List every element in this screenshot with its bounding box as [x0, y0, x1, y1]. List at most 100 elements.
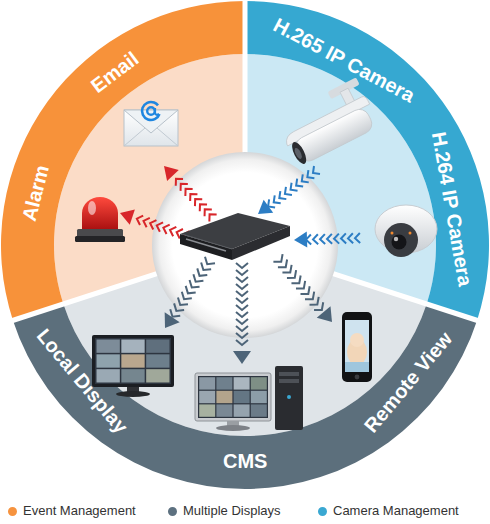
separator-line — [245, 245, 479, 321]
video-tile — [216, 377, 232, 389]
cms-computer — [195, 366, 303, 431]
illustration — [0, 0, 490, 490]
chevron — [170, 227, 176, 236]
chevron — [178, 298, 188, 305]
chevron — [205, 209, 212, 216]
chevron — [177, 229, 183, 238]
dome-cover — [384, 223, 418, 257]
camera-mount — [340, 88, 357, 110]
chevron — [236, 298, 248, 303]
dome-led — [391, 232, 394, 235]
sector-band: Local DisplayCMSRemote View — [0, 0, 490, 490]
monitor-screen — [198, 376, 268, 418]
chevron-arrow — [120, 210, 190, 241]
nvr-device — [180, 213, 290, 260]
chevron — [205, 257, 215, 264]
dome-base — [375, 205, 437, 253]
chevron — [236, 319, 248, 324]
arrow-head — [165, 312, 180, 328]
bullet-camera — [274, 77, 380, 167]
chevron — [305, 292, 314, 300]
siren-base — [75, 236, 125, 242]
sector-separators — [11, 0, 479, 321]
chevron — [279, 191, 286, 199]
arrow-head — [317, 306, 332, 322]
chevron — [285, 187, 292, 195]
nvr-panel — [186, 239, 226, 251]
pc-button — [287, 395, 291, 399]
chevron — [236, 305, 248, 310]
chevron — [157, 222, 163, 231]
chevron-arrow — [233, 263, 251, 364]
video-tile — [121, 340, 144, 353]
chevron — [278, 259, 287, 267]
siren-dome — [82, 197, 118, 230]
video-tile — [251, 377, 267, 389]
legend: Event ManagementMultiple DisplaysCamera … — [0, 503, 490, 521]
chevron — [190, 280, 200, 287]
camera-body — [293, 106, 376, 165]
monitor-frame — [195, 373, 271, 421]
nvr-side — [232, 226, 290, 260]
chevron — [282, 265, 291, 273]
arrow-head — [258, 200, 273, 214]
screen-bg — [95, 338, 171, 384]
phone-photo — [350, 333, 364, 347]
chevron — [150, 220, 156, 229]
chevron — [314, 302, 323, 310]
chevron — [341, 233, 346, 243]
chevron-arrow — [273, 254, 332, 322]
chevron — [313, 234, 318, 244]
video-tile — [251, 391, 267, 403]
pc-drive — [279, 372, 299, 376]
separator-line — [11, 245, 245, 321]
nvr-edge — [182, 234, 232, 249]
video-tile — [234, 377, 250, 389]
video-tile — [199, 391, 215, 403]
chevron — [296, 281, 305, 289]
dome-lens — [392, 235, 407, 250]
monitor-stand — [216, 425, 250, 431]
chevron — [302, 174, 309, 182]
chevron — [182, 292, 192, 299]
video-tile — [121, 354, 144, 367]
chevron — [163, 225, 169, 234]
camera-lens — [289, 140, 309, 166]
video-tile — [146, 369, 169, 382]
monitor-stand — [227, 421, 239, 427]
chevron-arrow — [258, 166, 320, 214]
hub-circle — [152, 152, 338, 338]
chevron — [274, 195, 281, 203]
camera-lens — [293, 147, 303, 160]
legend-swatch — [168, 507, 177, 516]
legend-swatch — [318, 507, 327, 516]
chevron — [236, 277, 248, 282]
envelope-flap — [124, 110, 178, 133]
phone-photo — [345, 362, 369, 372]
chevron — [236, 291, 248, 296]
video-tile — [121, 369, 144, 382]
legend-label: Event Management — [23, 503, 136, 519]
chevron — [185, 189, 192, 196]
chevron — [307, 170, 314, 178]
sector-shape — [13, 245, 477, 489]
chevron — [291, 183, 298, 191]
phone-button — [355, 375, 360, 380]
arrow-layer — [120, 166, 360, 364]
envelope-body — [124, 110, 178, 146]
phone-body — [342, 312, 372, 382]
monitor-frame — [92, 335, 174, 387]
chevron — [296, 179, 303, 187]
video-tile — [97, 340, 120, 353]
pc-drive — [279, 379, 299, 383]
video-tile — [97, 354, 120, 367]
chevron — [174, 303, 184, 310]
chevron — [320, 234, 325, 244]
chevron — [197, 268, 207, 275]
chevron — [287, 270, 296, 278]
siren-base — [77, 229, 123, 237]
pc-tower — [275, 366, 303, 430]
separator-line — [243, 0, 248, 245]
chevron — [268, 199, 275, 207]
